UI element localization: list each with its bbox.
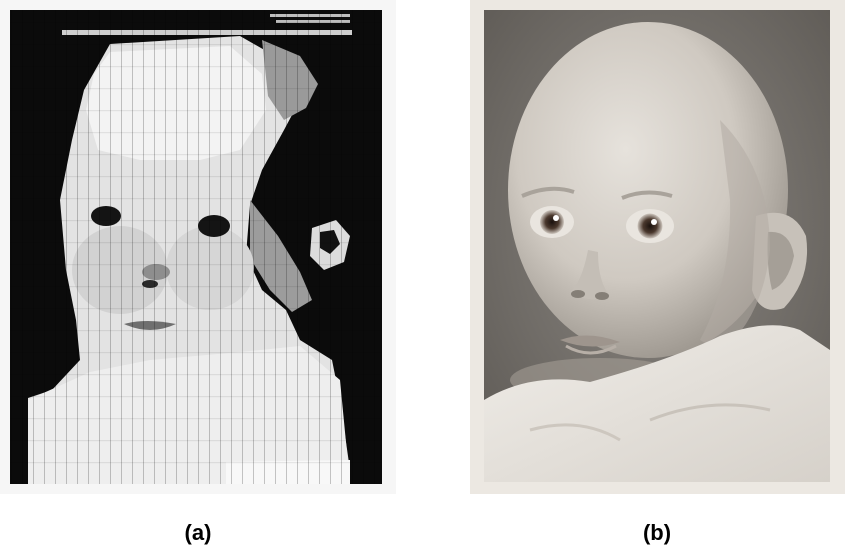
panel-b-caption: (b) <box>642 520 672 545</box>
figure-panel-b <box>470 0 845 494</box>
panel-a-caption: (a) <box>184 520 212 545</box>
scanned-baby-photo-icon <box>0 0 396 494</box>
figure-panel-a <box>0 0 396 494</box>
baby-portrait-photo-icon <box>470 0 845 494</box>
